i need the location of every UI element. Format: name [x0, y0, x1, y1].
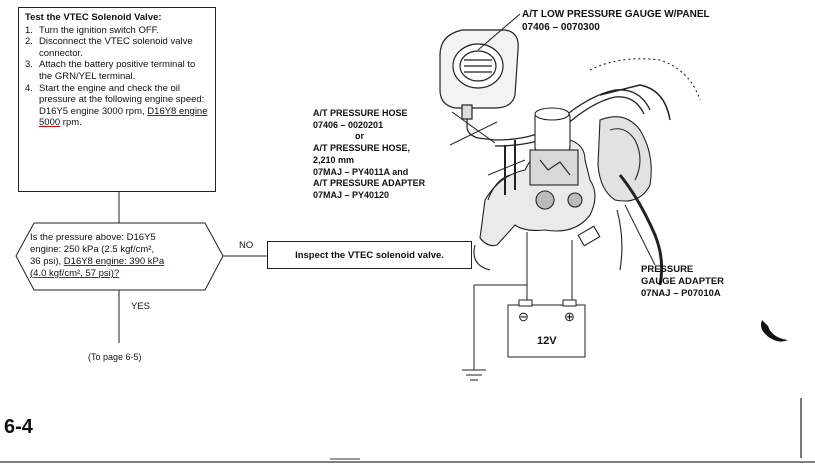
- procedure-title: Test the VTEC Solenoid Valve:: [25, 12, 162, 23]
- step-text-end: rpm.: [60, 117, 82, 129]
- pressure-gauge-illustration: [439, 13, 521, 141]
- step-text-underlined: D16Y8 engine 5000: [39, 105, 208, 129]
- decision-text-plain: 36 psi),: [30, 256, 64, 267]
- decision-question: Is the pressure above: D16Y5 engine: 250…: [30, 232, 220, 280]
- engine-solenoid-illustration: [473, 58, 701, 286]
- callout-line: A/T PRESSURE HOSE,: [313, 143, 411, 154]
- battery-voltage-label: 12V: [537, 335, 557, 347]
- step-text: Disconnect the VTEC solenoid valve conne…: [39, 36, 193, 59]
- callout-line: A/T PRESSURE ADAPTER: [313, 178, 426, 189]
- procedure-box: Test the VTEC Solenoid Valve: 1. Turn the…: [18, 7, 216, 192]
- callout-line: 07406 – 0020201: [313, 119, 384, 130]
- decision-line: (4.0 kgf/cm², 57 psi)?: [30, 268, 220, 280]
- procedure-step: 3. Attach the battery positive terminal t…: [19, 59, 209, 82]
- inspect-action-text: Inspect the VTEC solenoid valve.: [295, 249, 444, 261]
- callout-line: PRESSURE: [641, 264, 694, 275]
- step-number: 2.: [25, 36, 33, 48]
- next-page-reference: (To page 6-5): [88, 352, 142, 362]
- decision-diamond: [15, 222, 224, 291]
- gauge-adapter-callout: PRESSURE GAUGE ADAPTER 07NAJ – P07010A: [641, 264, 724, 300]
- battery-wiring: [462, 232, 586, 381]
- step-number: 1.: [25, 24, 33, 36]
- callout-line: 07MAJ – PY4011A and: [313, 166, 409, 177]
- procedure-step: 2. Disconnect the VTEC solenoid valve con…: [19, 36, 209, 59]
- binding-mark: [761, 320, 788, 342]
- hose-leader-line: [449, 121, 498, 146]
- gauge-callout: A/T LOW PRESSURE GAUGE W/PANEL 07406 – 0…: [522, 8, 710, 34]
- battery-body: [507, 304, 586, 358]
- no-label: NO: [239, 240, 254, 251]
- callout-line: 07NAJ – P07010A: [641, 288, 721, 299]
- procedure-step: 1. Turn the ignition switch OFF.: [19, 25, 209, 37]
- callout-line: A/T LOW PRESSURE GAUGE W/PANEL: [522, 9, 710, 20]
- procedure-step: 4. Start the engine and check the oil pre…: [19, 83, 209, 129]
- decision-line: 36 psi), D16Y8 engine: 390 kPa: [30, 256, 220, 268]
- decision-line: Is the pressure above: D16Y5: [30, 232, 156, 243]
- procedure-steps: 1. Turn the ignition switch OFF. 2. Discon…: [19, 25, 215, 129]
- step-number: 3.: [25, 59, 33, 71]
- gauge-adapter-leader-line: [624, 204, 656, 266]
- battery-negative-symbol: ⊖: [518, 309, 529, 324]
- step-text: Attach the battery positive terminal to …: [39, 59, 196, 82]
- decision-line: engine: 250 kPa (2.5 kgf/cm²,: [30, 244, 155, 255]
- hose-callout: A/T PRESSURE HOSE 07406 – 0020201 or A/T…: [313, 108, 425, 202]
- callout-line: 07406 – 0070300: [522, 22, 600, 33]
- battery-positive-symbol: ⊕: [564, 309, 575, 324]
- page-number: 6-4: [4, 416, 33, 438]
- step-text: Turn the ignition switch OFF.: [39, 24, 160, 36]
- decision-text-underlined: (4.0 kgf/cm², 57 psi)?: [30, 268, 120, 279]
- adapter-leader-line: [487, 159, 526, 176]
- callout-line: or: [355, 131, 364, 142]
- step-text: Start the engine and check the oil press…: [39, 82, 205, 117]
- yes-label: YES: [131, 301, 151, 312]
- callout-line: 07MAJ – PY40120: [313, 189, 390, 200]
- callout-line: 2,210 mm: [313, 154, 355, 165]
- decision-text-underlined: D16Y8 engine: 390 kPa: [63, 256, 165, 267]
- callout-line: GAUGE ADAPTER: [641, 276, 725, 287]
- inspect-action-box: Inspect the VTEC solenoid valve.: [267, 241, 472, 269]
- step-number: 4.: [25, 82, 33, 94]
- callout-line: A/T PRESSURE HOSE: [313, 108, 408, 118]
